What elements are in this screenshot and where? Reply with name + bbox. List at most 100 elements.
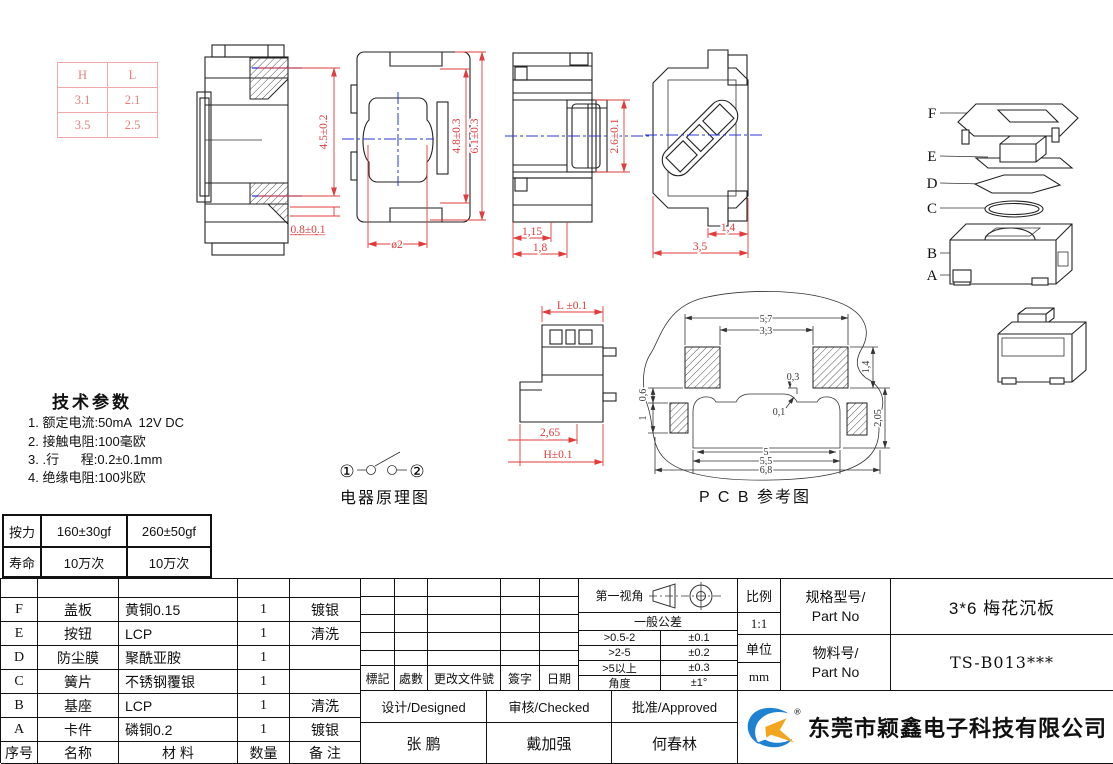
svg-text:1,8: 1,8 [533,242,548,254]
parts-note [290,670,361,694]
view-front: 2.6±0.1 1,15 1,8 [505,52,652,258]
parts-id: A [1,718,38,742]
parts-id: C [1,670,38,694]
svg-text:1,4: 1,4 [721,222,736,234]
svg-text:L ±0.1: L ±0.1 [557,300,587,312]
parts-name: 簧片 [38,670,119,694]
parts-qty: 1 [238,718,290,742]
parts-empty-cell [119,579,238,598]
revision-empty-cell [501,651,540,666]
parts-material: 聚酰亚胺 [119,646,238,670]
designed-name: 张 鹏 [361,723,487,764]
revision-empty-cell [501,597,540,615]
parts-id: F [1,598,38,622]
svg-text:5,5: 5,5 [760,456,773,467]
scale-value: 1:1 [738,613,781,635]
parts-qty: 1 [238,646,290,670]
tech-param-item: 4. 绝缘电阻:100兆欧 [28,470,146,485]
spec-label: 规格型号/ Part No [781,579,891,635]
company-logo-icon: ® [747,706,801,748]
parts-qty: 1 [238,598,290,622]
technical-drawing-canvas: 4.5±0.2 0.8±0.1 4.8±0.3 6.1±0.3 ø2 [196,44,1087,507]
tech-param-item: 2. 接触电阻:100毫欧 [28,434,146,449]
spec-value: 3*6 梅花沉板 [891,579,1113,635]
revision-header: 簽字 [501,666,540,691]
parts-material: 磷铜0.2 [119,718,238,742]
parts-id: E [1,622,38,646]
view-l-profile: L ±0.1 2,65 H±0.1 [508,299,617,466]
revision-empty-cell [428,597,501,615]
parts-header: 名称 [38,742,119,764]
view-side: 4.5±0.2 0.8±0.1 [196,44,340,256]
revision-empty-cell [361,633,395,651]
revision-empty-cell [395,651,428,666]
revision-empty-cell [395,597,428,615]
tolerance-range: >0.5-2 [579,631,661,646]
revision-empty-cell [361,651,395,666]
scale-label: 比例 [738,579,781,613]
hl-cell: 3.1 [58,88,108,113]
circuit-title: 电器原理图 [340,489,430,507]
unit-value: mm [738,663,781,691]
assembled-view [997,307,1087,385]
parts-name: 按钮 [38,622,119,646]
tolerance-value: ±0.1 [661,631,738,646]
parts-name: 盖板 [38,598,119,622]
revision-empty-cell [540,579,579,597]
hl-cell: 2.5 [108,113,158,138]
parts-header: 数量 [238,742,290,764]
parts-header: 序号 [1,742,38,764]
parts-id: D [1,646,38,670]
svg-text:4.8±0.3: 4.8±0.3 [451,118,463,153]
revision-empty-cell [540,615,579,633]
revision-empty-cell [540,597,579,615]
svg-text:5,7: 5,7 [760,314,773,325]
pcb-diagram: 5,7 3,3 1,4 2,05 0,6 1 0,3 0,1 5 5,5 6,8… [637,291,890,506]
revision-empty-cell [540,651,579,666]
revision-header: 更改文件號 [428,666,501,691]
parts-name: 防尘膜 [38,646,119,670]
parts-empty-cell [238,579,290,598]
revision-header: 處數 [395,666,428,691]
svg-text:6,8: 6,8 [760,465,773,476]
revision-empty-cell [428,615,501,633]
circuit-pin2: ② [409,462,424,482]
svg-text:5: 5 [764,447,769,458]
parts-empty-cell [1,579,38,598]
svg-text:0,1: 0,1 [773,407,786,418]
hl-header-h: H [58,63,108,88]
revision-empty-cell [361,597,395,615]
svg-text:6.1±0.3: 6.1±0.3 [469,118,481,153]
circuit-diagram: ① ② 电器原理图 [339,451,430,507]
parts-qty: 1 [238,694,290,718]
material-no-value: TS-B013*** [891,635,1113,691]
title-block-table: F 盖板 黄铜0.15 1 镀银 E 按钮 LCP 1 清洗 D 防尘膜 聚酰亚… [0,578,1113,764]
revision-empty-cell [501,615,540,633]
revision-empty-cell [428,633,501,651]
tolerance-value: ±0.2 [661,646,738,661]
revision-empty-cell [395,579,428,597]
first-angle-label: 第一视角 [595,589,644,603]
hl-cell: 3.5 [58,113,108,138]
revision-empty-cell [428,651,501,666]
parts-header: 材 料 [119,742,238,764]
tolerance-header: 一般公差 [579,613,738,631]
revision-empty-cell [361,579,395,597]
parts-material: LCP [119,694,238,718]
life-value: 10万次 [42,548,128,578]
exploded-view: F E D C B A [927,103,1079,286]
svg-text:C: C [927,201,937,217]
approved-label: 批准/Approved [612,691,738,723]
material-no-label: 物料号/ Part No [781,635,891,691]
svg-text:B: B [927,246,937,262]
svg-text:2,65: 2,65 [540,427,560,439]
life-label: 寿命 [4,548,42,578]
force-value: 160±30gf [42,516,128,548]
svg-text:F: F [928,106,936,122]
circuit-pin1: ① [339,462,354,482]
material-no-label-cn: 物料号/ [812,644,859,661]
tech-params-title: 技术参数 [52,393,132,412]
svg-text:1,15: 1,15 [522,226,542,238]
parts-material: 黄铜0.15 [119,598,238,622]
